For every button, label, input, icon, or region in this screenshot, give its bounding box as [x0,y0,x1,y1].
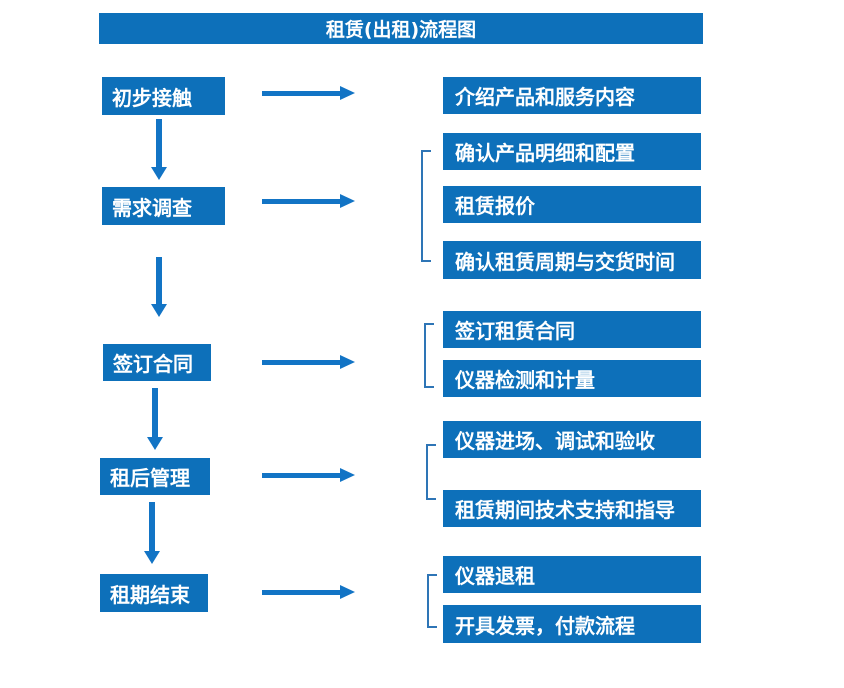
arrow-head-icon [151,304,167,317]
arrow-shaft [262,589,340,595]
stage-box-demand-survey: 需求调查 [102,187,225,225]
right-arrow-initial-contact [262,86,355,100]
right-arrow-sign-contract [262,355,355,369]
detail-box-rental-quote: 租赁报价 [443,186,701,223]
right-arrow-demand-survey [262,194,355,208]
right-arrow-post-rental [262,468,355,482]
arrow-shaft [262,198,340,204]
down-arrow-3 [147,388,163,450]
bracket-sign-contract-group [424,323,434,388]
bracket-post-rental-group [426,444,436,500]
arrow-head-icon [340,194,355,208]
bracket-lease-end-group [427,574,437,628]
stage-box-sign-contract: 签订合同 [103,344,211,381]
down-arrow-4 [144,502,160,564]
arrow-head-icon [144,551,160,564]
arrow-shaft [156,257,162,304]
arrow-head-icon [147,437,163,450]
detail-box-confirm-product-config: 确认产品明细和配置 [443,133,701,170]
detail-box-tech-support: 租赁期间技术支持和指导 [443,490,701,527]
stage-box-initial-contact: 初步接触 [102,77,225,115]
arrow-head-icon [340,468,355,482]
detail-box-instrument-inspection: 仪器检测和计量 [443,360,701,397]
right-arrow-lease-end [262,585,355,599]
arrow-shaft [149,502,155,551]
arrow-head-icon [340,355,355,369]
arrow-shaft [262,472,340,478]
detail-box-instrument-return: 仪器退租 [443,556,701,593]
arrow-head-icon [340,585,355,599]
stage-box-lease-end: 租期结束 [100,574,208,612]
down-arrow-1 [151,119,167,180]
detail-box-sign-lease-contract: 签订租赁合同 [443,311,701,348]
bracket-demand-survey-group [421,150,431,262]
stage-box-post-rental-management: 租后管理 [100,458,210,495]
arrow-shaft [156,119,162,167]
detail-box-confirm-period-delivery: 确认租赁周期与交货时间 [443,241,701,279]
down-arrow-2 [151,257,167,317]
arrow-shaft [152,388,158,437]
arrow-head-icon [151,167,167,180]
arrow-shaft [262,359,340,365]
arrow-shaft [262,90,340,96]
arrow-head-icon [340,86,355,100]
flowchart-title: 租赁(出租)流程图 [99,13,703,44]
detail-box-invoice-payment: 开具发票，付款流程 [443,605,701,643]
detail-box-introduce-products: 介绍产品和服务内容 [443,77,701,114]
detail-box-instrument-setup-acceptance: 仪器进场、调试和验收 [443,421,701,458]
